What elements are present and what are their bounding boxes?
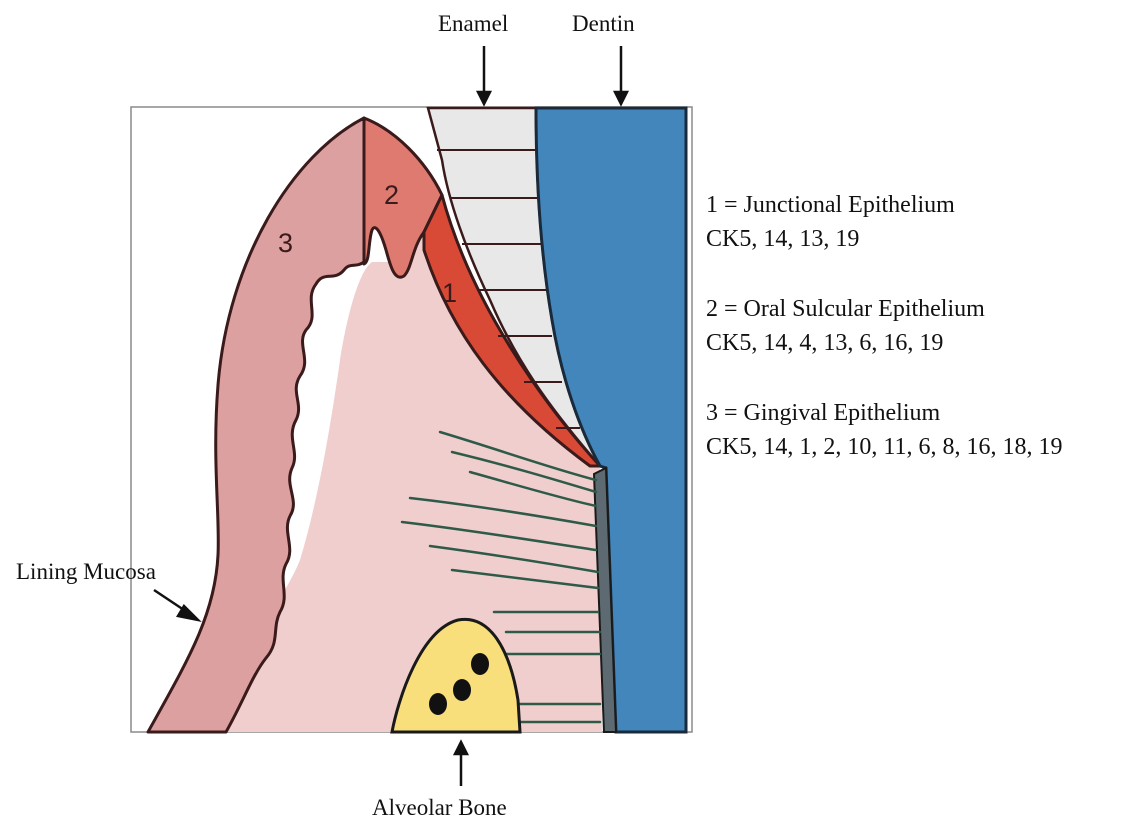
alveolar-bone-label: Alveolar Bone [372,796,507,819]
legend-entry-gingival: 3 = Gingival Epithelium CK5, 14, 1, 2, 1… [706,396,1062,464]
legend-entry-junctional: 1 = Junctional Epithelium CK5, 14, 13, 1… [706,188,955,256]
enamel-label: Enamel [438,12,508,35]
legend-markers: CK5, 14, 4, 13, 6, 16, 19 [706,326,985,360]
legend-title: 3 = Gingival Epithelium [706,396,1062,430]
legend-markers: CK5, 14, 13, 19 [706,222,955,256]
legend-title: 1 = Junctional Epithelium [706,188,955,222]
bone-marrow-space [453,679,471,701]
enamel-arrowhead [478,92,490,104]
region-2-label: 2 [384,180,399,210]
legend-title: 2 = Oral Sulcular Epithelium [706,292,985,326]
bone-marrow-space [429,693,447,715]
legend-entry-oral-sulcular: 2 = Oral Sulcular Epithelium CK5, 14, 4,… [706,292,985,360]
dentin-label: Dentin [572,12,635,35]
region-1-label: 1 [442,278,457,308]
legend-markers: CK5, 14, 1, 2, 10, 11, 6, 8, 16, 18, 19 [706,430,1062,464]
bone-marrow-space [471,653,489,675]
dentin-arrowhead [615,92,627,104]
lining-mucosa-label: Lining Mucosa [16,560,156,583]
alveolar-bone-arrowhead [455,742,467,754]
region-3-label: 3 [278,228,293,258]
